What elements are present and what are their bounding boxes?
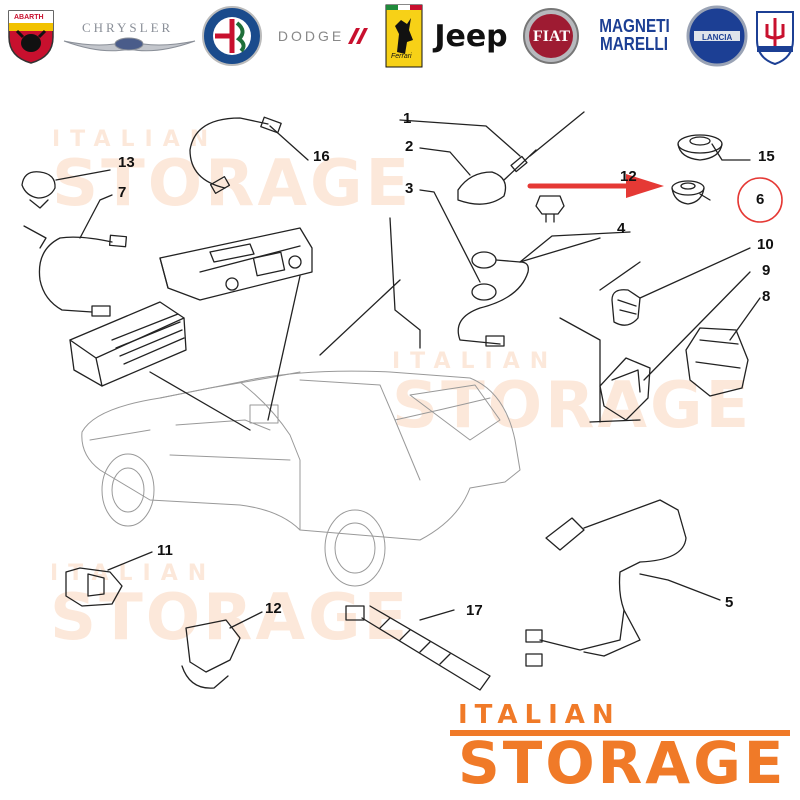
footer-logo-big: STORAGE [458,729,787,797]
chrysler-logo: CHRYSLER [62,6,197,66]
callout-16: 16 [313,148,330,165]
part-12-nut [535,195,565,223]
callout-12: 12 [265,600,282,617]
speaker-box [69,301,187,387]
callout-3: 3 [405,180,414,197]
dodge-logo-text: DODGE [277,28,345,44]
callout-17: 17 [466,602,483,619]
marelli-logo-line2: MARELLI [600,34,668,55]
callout-4: 4 [617,220,626,237]
part-17-cable-tie [345,605,491,691]
part-15-grommet [677,134,723,161]
callout-11: 11 [157,542,173,559]
part-6-grommet [671,180,705,205]
callout-7: 7 [118,184,127,201]
callout-12-top: 12 [620,168,637,185]
part-9-clip [599,357,651,421]
fiat-logo-text: FIAT [533,28,571,45]
alfa-romeo-logo [198,6,266,66]
magneti-logo-line1: MAGNETI [598,16,670,37]
callout-15: 15 [758,148,775,165]
highlight-arrow [527,174,664,198]
maserati-logo [752,6,798,66]
radio-head-unit [159,227,313,301]
part-4-cable [457,237,601,347]
fiat-logo: FIAT [520,6,582,66]
callout-1: 1 [403,110,412,127]
part-11-clip [65,567,123,607]
lancia-logo-text: LANCIA [702,33,733,42]
abarth-logo: ABARTH [2,6,60,66]
jeep-logo: Jeep [428,6,514,66]
callout-6: 6 [756,191,765,208]
abarth-logo-text: ABARTH [14,14,44,21]
footer-logo-small: ITALIAN [458,700,621,730]
part-16-cable [189,116,282,194]
part-5-harness [525,499,687,667]
callout-5: 5 [725,594,734,611]
jeep-logo-text: Jeep [434,18,508,54]
callout-2: 2 [405,138,414,155]
footer-logo-bar [450,730,790,736]
part-10-clip [611,289,641,326]
italian-storage-logo: ITALIAN STORAGE [450,700,790,795]
part-7-cable [23,225,128,317]
ferrari-logo: Ferrari [383,4,425,68]
part-12-clip [181,619,241,689]
part-8-bracket [685,327,749,397]
callout-10: 10 [757,236,774,253]
dodge-logo: DODGE [268,6,378,66]
callout-13: 13 [118,154,135,171]
callout-9: 9 [762,262,771,279]
car-illustration [81,370,521,587]
lancia-logo: LANCIA [684,5,750,67]
part-13-clip [21,171,56,209]
magneti-marelli-logo: MAGNETI MARELLI [588,6,680,66]
part-2-antenna-base [457,111,585,205]
highlight-circle [737,177,783,223]
chrysler-logo-text: CHRYSLER [82,20,174,35]
callout-8: 8 [762,288,771,305]
ferrari-logo-text: Ferrari [391,53,412,60]
